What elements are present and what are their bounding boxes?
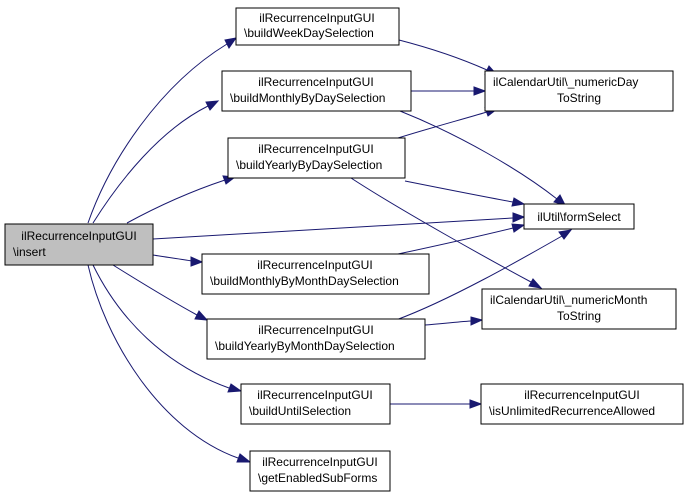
node-monthly-by-month-day-line1: ilRecurrenceInputGUI xyxy=(257,258,372,272)
arrowhead-form-select-from-insert xyxy=(512,212,526,223)
node-yearly-by-month-day-line2: \buildYearlyByMonthDaySelection xyxy=(215,339,395,353)
node-numeric-day-line1: ilCalendarUtil\_numericDay xyxy=(493,75,638,89)
node-build-until-selection[interactable]: ilRecurrenceInputGUI \buildUntilSelectio… xyxy=(240,383,391,425)
node-week-line1: ilRecurrenceInputGUI xyxy=(259,11,374,25)
node-build-monthly-by-day-selection[interactable]: ilRecurrenceInputGUI \buildMonthlyByDayS… xyxy=(221,70,412,112)
node-yearly-by-day-line2: \buildYearlyByDaySelection xyxy=(236,158,382,172)
arrowhead-form-select-from-monthly-month-day xyxy=(511,223,526,233)
node-insert-line2: \insert xyxy=(13,245,46,259)
node-subforms-line1: ilRecurrenceInputGUI xyxy=(262,455,377,469)
node-numeric-day-line2: ToString xyxy=(557,91,601,105)
node-yearly-by-month-day-line1: ilRecurrenceInputGUI xyxy=(258,323,373,337)
edge-monthly-by-day-to-form-select xyxy=(399,110,558,200)
node-numeric-month-to-string[interactable]: ilCalendarUtil\_numericMonth ToString xyxy=(481,288,677,330)
edge-insert-to-monthly-by-day xyxy=(92,105,209,224)
edge-insert-to-subforms xyxy=(87,264,239,459)
edge-week-to-numeric-day xyxy=(398,39,488,71)
edge-insert-to-form-select xyxy=(152,217,514,240)
node-build-yearly-by-month-day-selection[interactable]: ilRecurrenceInputGUI \buildYearlyByMonth… xyxy=(206,318,426,360)
node-unlimited-line2: \isUnlimitedRecurrenceAllowed xyxy=(489,404,655,418)
edge-insert-to-monthly-by-month-day xyxy=(152,254,193,262)
arrowheads xyxy=(190,37,573,463)
node-get-enabled-sub-forms[interactable]: ilRecurrenceInputGUI \getEnabledSubForms xyxy=(249,450,391,492)
node-unlimited-line1: ilRecurrenceInputGUI xyxy=(524,388,639,402)
node-week-line2: \buildWeekDaySelection xyxy=(244,26,374,40)
node-subforms-line2: \getEnabledSubForms xyxy=(258,471,377,485)
arrowhead-until xyxy=(227,383,243,393)
edge-yearly-by-month-day-to-numeric-month xyxy=(424,320,472,326)
edge-insert-to-week xyxy=(87,43,228,224)
node-yearly-by-day-line1: ilRecurrenceInputGUI xyxy=(258,142,373,156)
arrowhead-form-select-from-yearly xyxy=(511,197,526,207)
node-build-yearly-by-day-selection[interactable]: ilRecurrenceInputGUI \buildYearlyByDaySe… xyxy=(227,137,406,179)
arrowhead-numeric-day-from-monthly xyxy=(473,86,487,96)
node-monthly-by-day-line2: \buildMonthlyByDaySelection xyxy=(230,91,385,105)
arrowhead-subforms xyxy=(236,453,252,463)
node-numeric-day-to-string[interactable]: ilCalendarUtil\_numericDay ToString xyxy=(484,70,674,112)
arrowhead-numeric-month-from-yearly xyxy=(528,278,543,289)
arrowhead-week xyxy=(224,37,238,49)
node-monthly-by-day-line1: ilRecurrenceInputGUI xyxy=(258,75,373,89)
node-is-unlimited-recurrence-allowed[interactable]: ilRecurrenceInputGUI \isUnlimitedRecurre… xyxy=(480,383,684,425)
arrowhead-form-select-from-yearly-month-day xyxy=(558,229,573,240)
arrowhead-monthly-by-day xyxy=(205,100,220,111)
node-until-line2: \buildUntilSelection xyxy=(249,404,351,418)
node-insert[interactable]: ilRecurrenceInputGUI \insert xyxy=(4,223,154,266)
node-insert-line1: ilRecurrenceInputGUI xyxy=(21,229,136,243)
edge-yearly-by-day-to-form-select xyxy=(404,180,514,203)
edge-insert-to-yearly-by-day xyxy=(126,179,226,224)
edge-insert-to-until xyxy=(92,264,230,389)
node-numeric-month-line2: ToString xyxy=(557,309,601,323)
arrowhead-yearly-by-month-day xyxy=(194,310,209,321)
edge-yearly-by-month-day-to-form-select xyxy=(395,235,563,321)
arrowhead-unlimited xyxy=(469,399,483,409)
edge-yearly-by-day-to-numeric-month xyxy=(350,177,532,283)
edge-insert-to-yearly-by-month-day xyxy=(112,264,198,316)
node-until-line1: ilRecurrenceInputGUI xyxy=(257,388,372,402)
arrowhead-monthly-by-month-day xyxy=(190,256,204,267)
node-form-select[interactable]: ilUtil\formSelect xyxy=(523,203,635,230)
node-form-select-label: ilUtil\formSelect xyxy=(537,210,621,224)
edge-yearly-by-day-to-numeric-day xyxy=(397,111,488,139)
node-numeric-month-line1: ilCalendarUtil\_numericMonth xyxy=(490,293,647,307)
arrowhead-numeric-month-from-yearly-month-day xyxy=(470,316,484,326)
edges xyxy=(87,39,563,459)
node-build-monthly-by-month-day-selection[interactable]: ilRecurrenceInputGUI \buildMonthlyByMont… xyxy=(201,253,430,295)
node-build-week-day-selection[interactable]: ilRecurrenceInputGUI \buildWeekDaySelect… xyxy=(235,7,400,46)
edge-monthly-by-month-day-to-form-select xyxy=(397,227,514,255)
node-monthly-by-month-day-line2: \buildMonthlyByMonthDaySelection xyxy=(210,274,399,288)
